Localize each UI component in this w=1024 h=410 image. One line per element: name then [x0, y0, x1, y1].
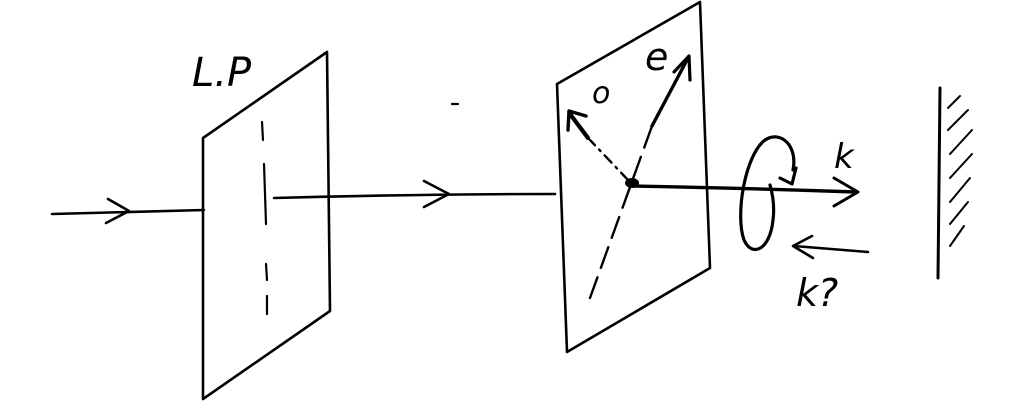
reflected-wave-arrow [791, 234, 870, 260]
circular-polarization-loop [739, 135, 798, 252]
polarizer-label: L.P [192, 50, 252, 96]
linear-polarizer [201, 50, 332, 401]
incident-beam [50, 197, 206, 225]
extraordinary-axis [588, 54, 692, 300]
ordinary-axis [566, 109, 630, 182]
polarized-beam [272, 179, 557, 209]
extraordinary-axis-label: e [645, 35, 668, 79]
wave-vector-label: k [834, 137, 855, 177]
ordinary-axis-label: o [592, 76, 610, 111]
wave-plate [555, 0, 712, 354]
mirror [936, 86, 973, 280]
reflected-wave-label: k? [796, 271, 838, 315]
